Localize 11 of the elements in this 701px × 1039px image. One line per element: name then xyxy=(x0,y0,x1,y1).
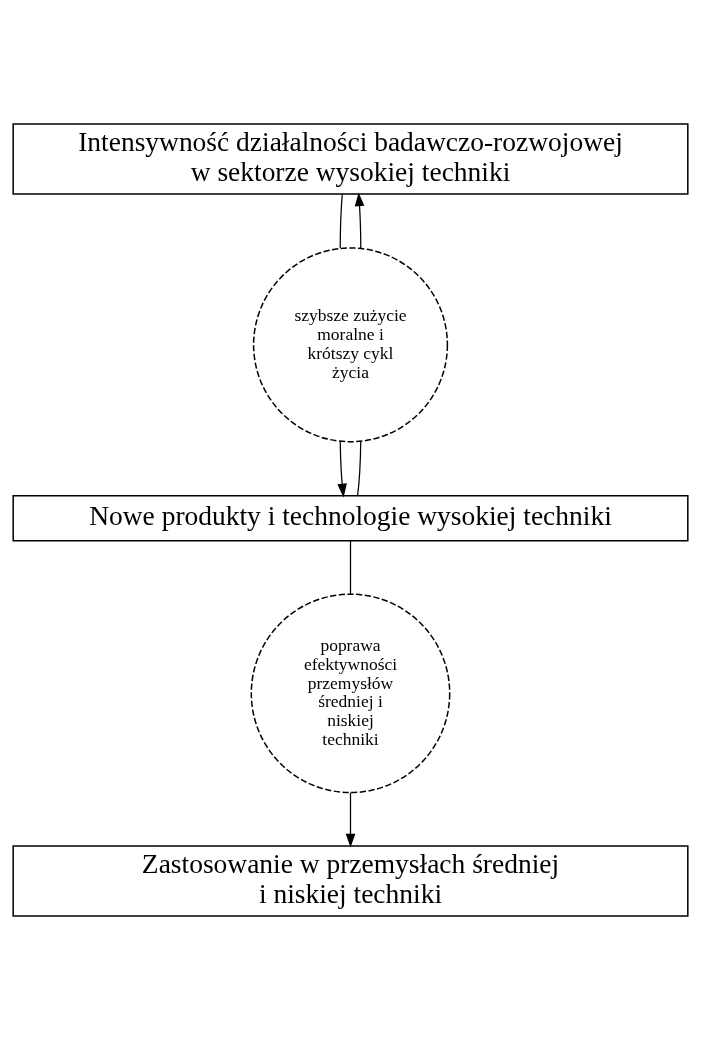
node-box: Nowe produkty i technologie wysokiej techniki xyxy=(12,494,689,541)
connector xyxy=(339,193,343,249)
node-circle: szybsze zużycie moralne i krótszy cykl życia xyxy=(252,246,449,442)
arrow xyxy=(354,191,365,249)
connector xyxy=(349,539,352,595)
connector xyxy=(357,440,362,496)
node-box: Zastosowanie w przemysłach średniej i niskiej techniki xyxy=(12,844,689,917)
node-box: Intensywność działalności badawczo-rozwojowej w sektorze wysokiej techniki xyxy=(12,122,689,195)
node-circle: poprawa efektywności przemysłów średniej i niskiej techniki xyxy=(250,592,451,793)
arrow xyxy=(345,791,356,848)
arrow xyxy=(337,440,347,497)
